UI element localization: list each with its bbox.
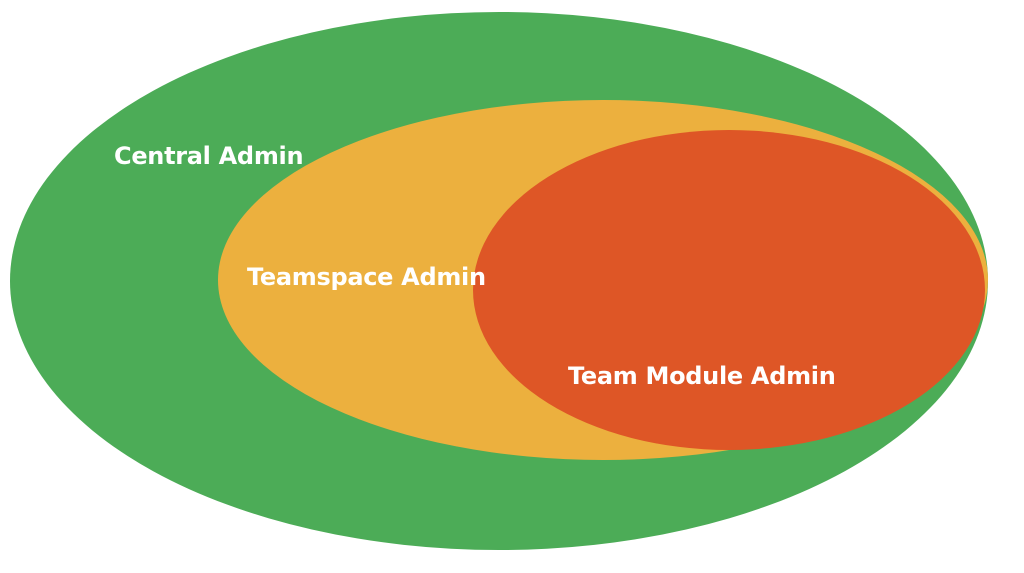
team-module-admin-ellipse xyxy=(473,130,985,450)
team-module-admin-label: Team Module Admin xyxy=(568,362,836,390)
central-admin-label: Central Admin xyxy=(114,142,304,170)
teamspace-admin-label: Teamspace Admin xyxy=(247,263,486,291)
